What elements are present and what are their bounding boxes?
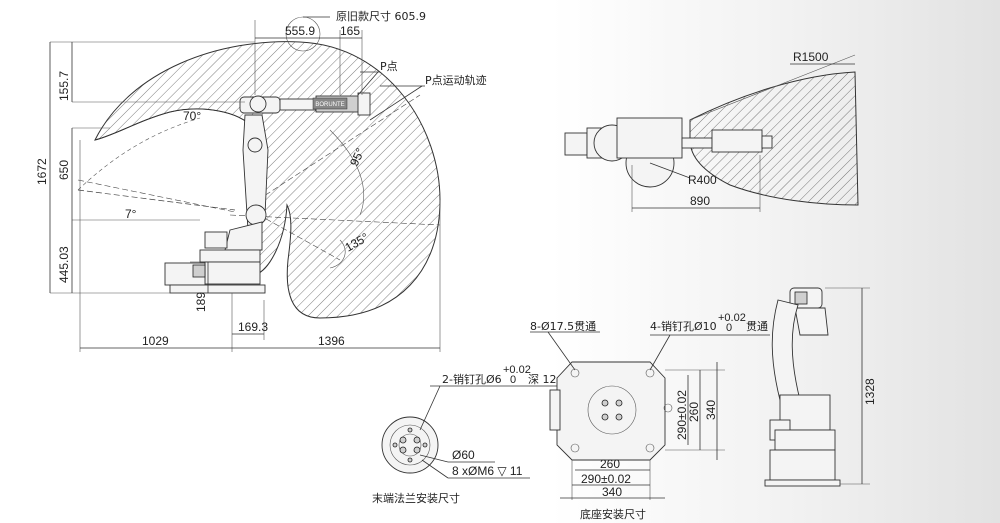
robot-arm-side: BORUNTE bbox=[164, 92, 371, 294]
workspace-hatched-area bbox=[94, 41, 441, 319]
flange-pin-label: 2-销钉孔Ø6 bbox=[442, 372, 502, 386]
p-point-label: P点 bbox=[380, 60, 398, 73]
flange-caption: 末端法兰安装尺寸 bbox=[372, 491, 460, 505]
flange-view: 2-销钉孔Ø6 +0.02 0 深 12 Ø60 8 xØM6 ▽ 11 末端法… bbox=[372, 364, 560, 505]
base-tol-upper: +0.02 bbox=[718, 312, 746, 324]
flange-tol-upper: +0.02 bbox=[503, 364, 531, 376]
dim-189: 189 bbox=[194, 292, 208, 312]
base-dim-260-h: 260 bbox=[600, 457, 620, 471]
base-through: 贯通 bbox=[746, 320, 768, 333]
r1500-label: R1500 bbox=[793, 50, 829, 64]
base-dim-340-h: 340 bbox=[602, 485, 622, 499]
dim-890: 890 bbox=[690, 194, 710, 208]
base-tol-lower: 0 bbox=[726, 322, 732, 334]
angle-7: 7° bbox=[125, 207, 137, 221]
top-workspace-area bbox=[689, 71, 859, 206]
dim-155: 155.7 bbox=[57, 71, 71, 101]
dim-165: 165 bbox=[340, 24, 360, 38]
base-holes: 8-Ø17.5贯通 bbox=[530, 320, 596, 333]
old-size-label: 原旧款尺寸 605.9 bbox=[336, 9, 426, 23]
angle-70: 70° bbox=[183, 109, 201, 123]
dim-555: 555.9 bbox=[285, 24, 315, 38]
flange-dia60: Ø60 bbox=[452, 448, 475, 462]
base-dim-290-v: 290±0.02 bbox=[675, 390, 689, 440]
base-view: 8-Ø17.5贯通 4-销钉孔Ø10 +0.02 0 贯通 260 290±0.… bbox=[530, 312, 770, 521]
dim-1328: 1328 bbox=[863, 378, 877, 405]
base-dim-260-v: 260 bbox=[687, 402, 701, 422]
flange-bolts: 8 xØM6 ▽ 11 bbox=[452, 464, 523, 478]
base-dim-340-v: 340 bbox=[704, 400, 718, 420]
arm-brand-plate bbox=[312, 97, 348, 110]
dim-1672: 1672 bbox=[35, 158, 49, 185]
base-pin-label: 4-销钉孔Ø10 bbox=[650, 319, 717, 333]
flange-depth: 深 12 bbox=[528, 373, 557, 386]
robot-top bbox=[564, 117, 773, 188]
top-view: R1500 R400 890 bbox=[564, 50, 859, 212]
dim-445: 445.03 bbox=[57, 246, 71, 283]
flange-tol-lower: 0 bbox=[510, 374, 516, 386]
dim-1396: 1396 bbox=[318, 334, 345, 348]
dim-650: 650 bbox=[57, 160, 71, 180]
dim-1029: 1029 bbox=[142, 334, 169, 348]
r400-label: R400 bbox=[688, 173, 717, 187]
dim-169: 169.3 bbox=[238, 320, 268, 334]
p-trajectory-label: P点运动轨迹 bbox=[425, 73, 487, 87]
side-view: BORUNTE bbox=[35, 9, 487, 352]
front-view: 1328 bbox=[764, 287, 877, 487]
base-dim-290-h: 290±0.02 bbox=[581, 472, 631, 486]
base-caption: 底座安装尺寸 bbox=[580, 507, 646, 521]
arm-brand-text: BORUNTE bbox=[315, 102, 344, 108]
